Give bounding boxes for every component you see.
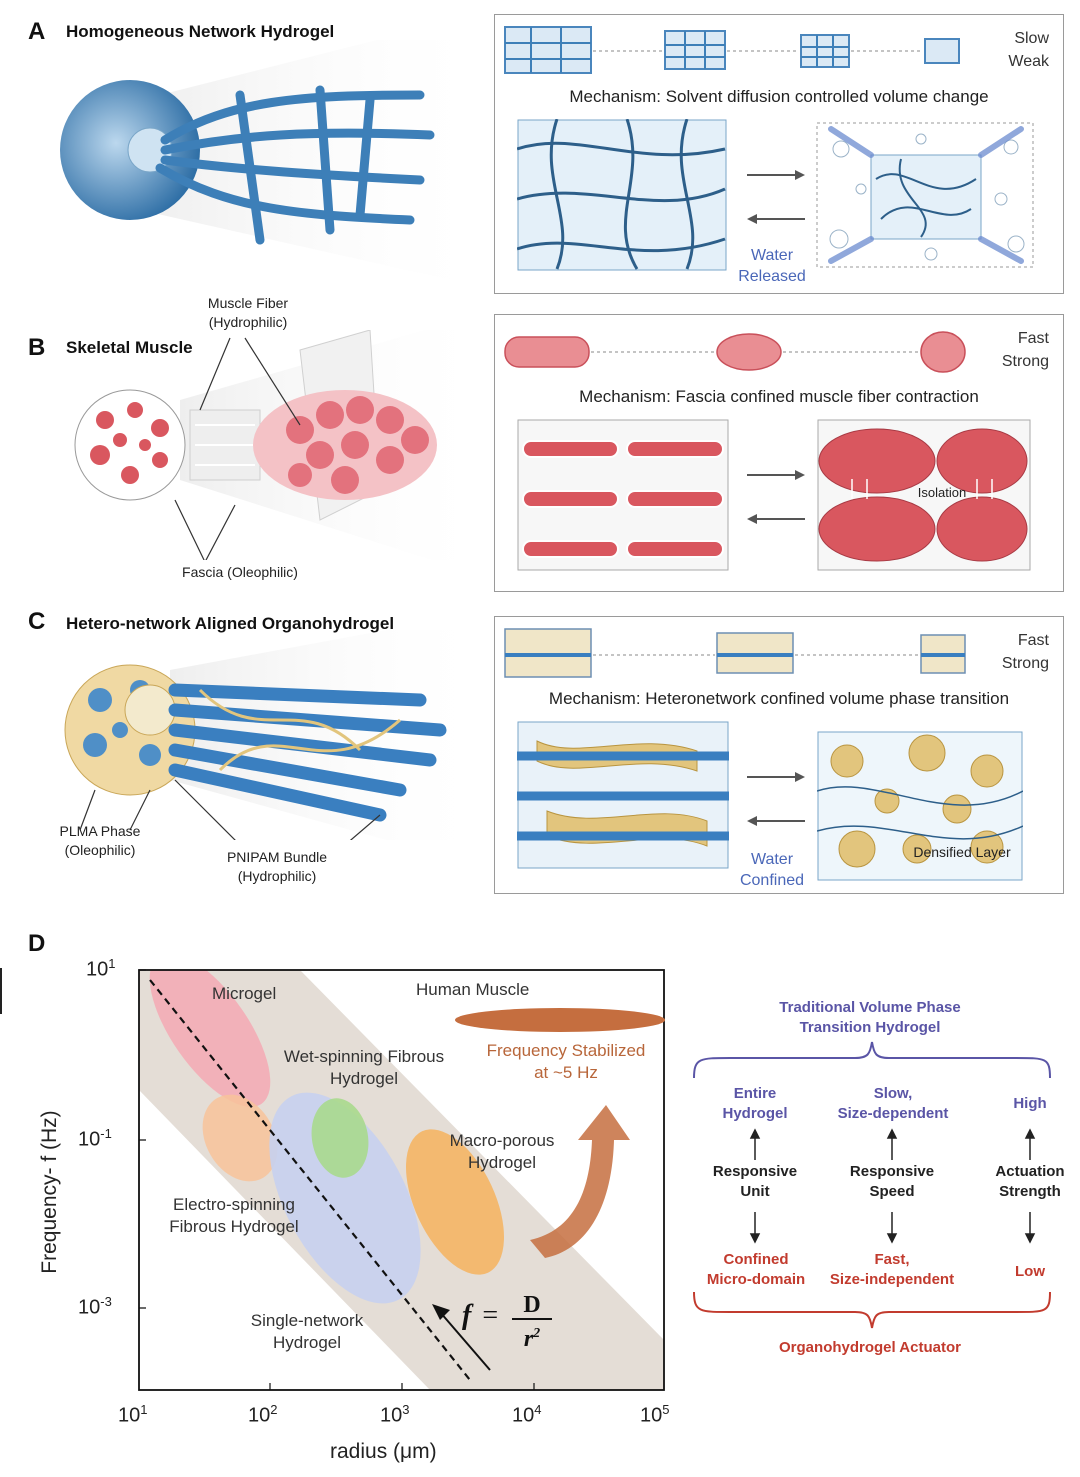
panel-a-mechanism-box: Slow Weak Mechanism: Solvent diffusion c…: [494, 14, 1064, 294]
panel-c-title: Hetero-network Aligned Organohydrogel: [66, 614, 395, 633]
formula-f: f: [462, 1300, 472, 1331]
stabilization-arrow: [530, 1105, 630, 1258]
col2-bottom: Fast,Size-independent: [829, 1251, 955, 1288]
hydrogel-fiber-illustration: [60, 40, 495, 290]
tag-strong: Strong: [1001, 655, 1049, 672]
panel-c-mechanism-box: Fast Strong Mechanism: Heteronetwork con…: [494, 616, 1064, 894]
label-human-muscle: Human Muscle: [416, 980, 530, 999]
transition-sequence-icons: [504, 628, 966, 678]
ytick-2: 10-1: [78, 1126, 112, 1151]
trend-line: [149, 979, 471, 1381]
panel-b-title: Skeletal Muscle: [66, 338, 193, 357]
tag-fast: Fast: [1017, 632, 1049, 649]
isolation-label: Isolation: [917, 485, 967, 500]
x-axis-label: radius (μm): [330, 1440, 437, 1463]
muscle-fiber-label: Muscle Fiber(Hydrophilic): [207, 295, 289, 330]
xtick-2: 102: [248, 1402, 278, 1427]
contract-relax-arrows: [747, 470, 805, 524]
contracted-fibers-diagram: [817, 419, 1031, 571]
panel-b-mechanism-text: Mechanism: Fascia confined muscle fiber …: [579, 387, 979, 406]
panel-b-mechanism-box: Fast Strong Mechanism: Fascia confined m…: [494, 314, 1064, 592]
swelling-sequence-icons: [504, 26, 960, 74]
col2-top: Slow,Size-dependent: [837, 1085, 949, 1122]
organohydrogel-fiber-illustration: [64, 630, 495, 840]
formula-arrow: [439, 1311, 491, 1371]
region-wet-spinning: [311, 1098, 369, 1178]
plma-phase-label: PLMA Phase(Oleophilic): [59, 823, 141, 858]
xtick-4: 104: [512, 1402, 542, 1427]
transition-arrows: [747, 772, 805, 826]
panel-d-label: D: [28, 930, 46, 957]
network-collapsed-diagram: [816, 122, 1034, 268]
panel-c-label: C: [28, 608, 46, 635]
formula: f =: [462, 1300, 502, 1332]
formula-denominator: r: [523, 1326, 534, 1352]
fascia-label: Fascia (Oleophilic): [182, 564, 298, 580]
panel-b-label: B: [28, 334, 46, 361]
tag-slow: Slow: [1014, 30, 1049, 47]
tag-fast: Fast: [1017, 330, 1049, 347]
formula-fraction: D r2: [512, 1292, 552, 1353]
region-single-network: [269, 1092, 421, 1304]
y-axis-label: Frequency- f (Hz): [38, 1110, 61, 1274]
organohydrogel-actuator-title: Organohydrogel Actuator: [779, 1339, 961, 1356]
tag-weak: Weak: [1008, 53, 1049, 70]
col3-bottom: Low: [1015, 1263, 1045, 1280]
relaxed-fibers-diagram: [517, 419, 729, 571]
top-brace: [693, 1041, 1051, 1079]
xtick-5: 105: [640, 1402, 670, 1427]
ytick-1: 101: [86, 956, 116, 981]
region-microgel: [149, 970, 271, 1107]
region-macro-porous: [406, 1129, 504, 1275]
heteronetwork-swollen-diagram: [517, 721, 729, 869]
comparison-arrows: [749, 1128, 1036, 1244]
swell-shrink-arrows: [747, 170, 805, 224]
edge-mark: [0, 968, 2, 1014]
panel-b-speed-tag: Fast Strong: [1002, 327, 1049, 373]
panel-a-label: A: [28, 18, 46, 45]
heteronetwork-collapsed-diagram: [817, 731, 1023, 881]
panel-a-speed-tag: Slow Weak: [1008, 27, 1049, 73]
contraction-sequence-icons: [504, 331, 966, 373]
panel-a-title: Homogeneous Network Hydrogel: [66, 22, 335, 41]
col3-top: High: [1013, 1095, 1047, 1112]
region-human-muscle: [455, 1008, 665, 1032]
formula-numerator: D: [512, 1292, 552, 1320]
xtick-1: 101: [118, 1402, 148, 1427]
frequency-radius-plot: [138, 969, 665, 1391]
tag-strong: Strong: [1001, 353, 1049, 370]
xtick-3: 103: [380, 1402, 410, 1427]
formula-equals: =: [482, 1300, 499, 1331]
ytick-3: 10-3: [78, 1294, 112, 1319]
panel-a-mechanism-text: Mechanism: Solvent diffusion controlled …: [569, 87, 989, 106]
densified-layer-label: Densified Layer: [913, 844, 1011, 860]
bottom-brace: [693, 1291, 1051, 1329]
skeletal-muscle-illustration: [74, 330, 495, 560]
panel-c-mechanism-text: Mechanism: Heteronetwork confined volume…: [548, 689, 1010, 708]
pnipam-bundle-label: PNIPAM Bundle(Hydrophilic): [226, 849, 328, 884]
label-microgel: Microgel: [212, 984, 277, 1003]
network-swollen-diagram: [517, 119, 727, 271]
panel-c-speed-tag: Fast Strong: [1002, 629, 1049, 675]
